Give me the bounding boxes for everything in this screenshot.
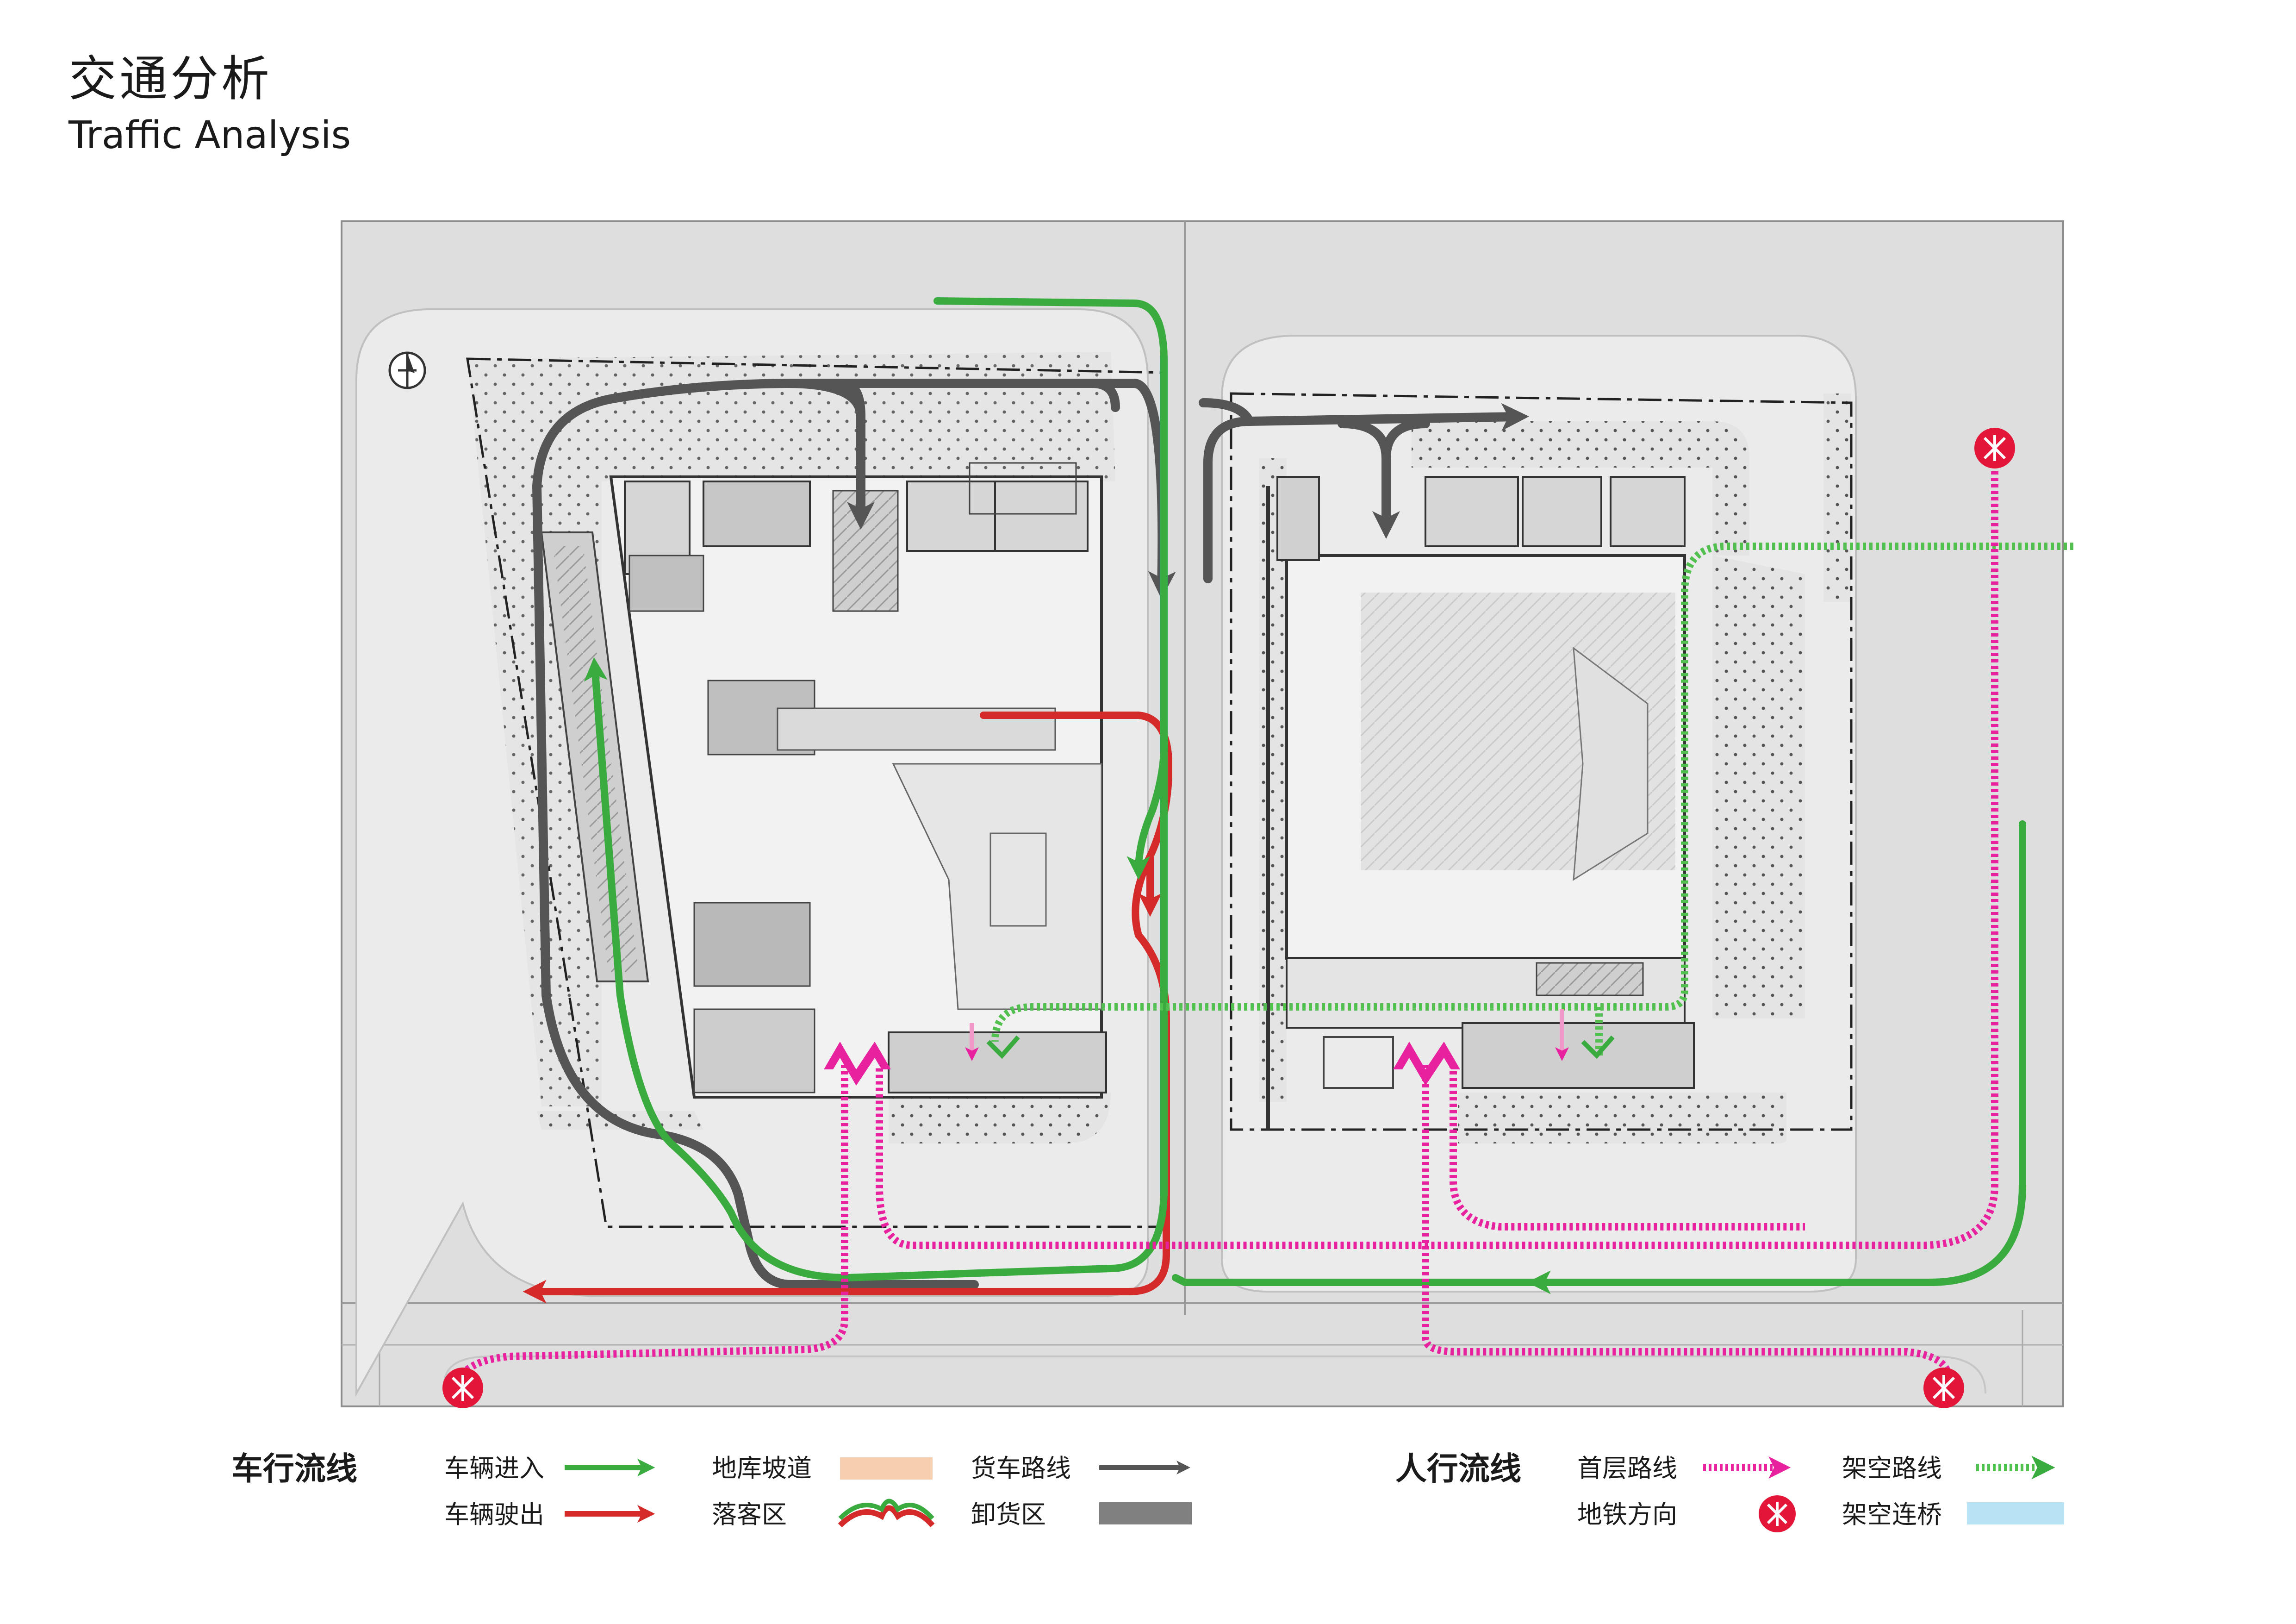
legend-label-truck-route: 货车路线 xyxy=(971,1454,1071,1483)
metro-icon xyxy=(1974,428,2015,468)
entrance-chevrons xyxy=(824,1042,1460,1086)
legend-label-ramp: 地库坡道 xyxy=(712,1454,812,1483)
legend-label-metro: 地铁方向 xyxy=(1577,1500,1677,1529)
legend-label-sky-bridge: 架空连桥 xyxy=(1842,1500,1942,1529)
legend-heading-pedestrian: 人行流线 xyxy=(1395,1451,1522,1487)
vehicle-entry-route xyxy=(584,297,2026,1294)
legend-label-ground-route: 首层路线 xyxy=(1577,1454,1677,1483)
legend-heading-vehicle: 车行流线 xyxy=(231,1451,358,1487)
metro-icon xyxy=(1923,1368,1964,1408)
page-subtitle: Traffic Analysis xyxy=(68,113,351,157)
dropoff-markers xyxy=(965,1009,1615,1061)
legend-symbol-sky-bridge xyxy=(1967,1502,2064,1524)
building-right xyxy=(1266,476,1695,1130)
left-ramp xyxy=(540,531,649,982)
legend-symbol-ramp xyxy=(840,1457,933,1480)
truck-route xyxy=(532,379,1529,1289)
legend-label-dropoff: 落客区 xyxy=(712,1500,787,1529)
legend-label-vehicle-out: 车辆驶出 xyxy=(444,1500,544,1529)
elevated-pedestrian-route xyxy=(991,543,2073,1056)
legend-label-vehicle-in: 车辆进入 xyxy=(444,1454,544,1483)
legend-symbol-unloading xyxy=(1099,1502,1192,1524)
metro-icon xyxy=(442,1368,483,1408)
legend-label-unloading: 卸货区 xyxy=(971,1500,1046,1529)
building-left xyxy=(609,462,1107,1099)
north-arrow-icon xyxy=(388,351,426,389)
legend-symbol-dropoff xyxy=(838,1499,935,1528)
legend-label-elevated-route: 架空路线 xyxy=(1842,1454,1942,1483)
legend-symbols xyxy=(565,1455,2064,1532)
legend-symbol-metro xyxy=(1759,1495,1796,1532)
page-title: 交通分析 xyxy=(68,50,273,107)
